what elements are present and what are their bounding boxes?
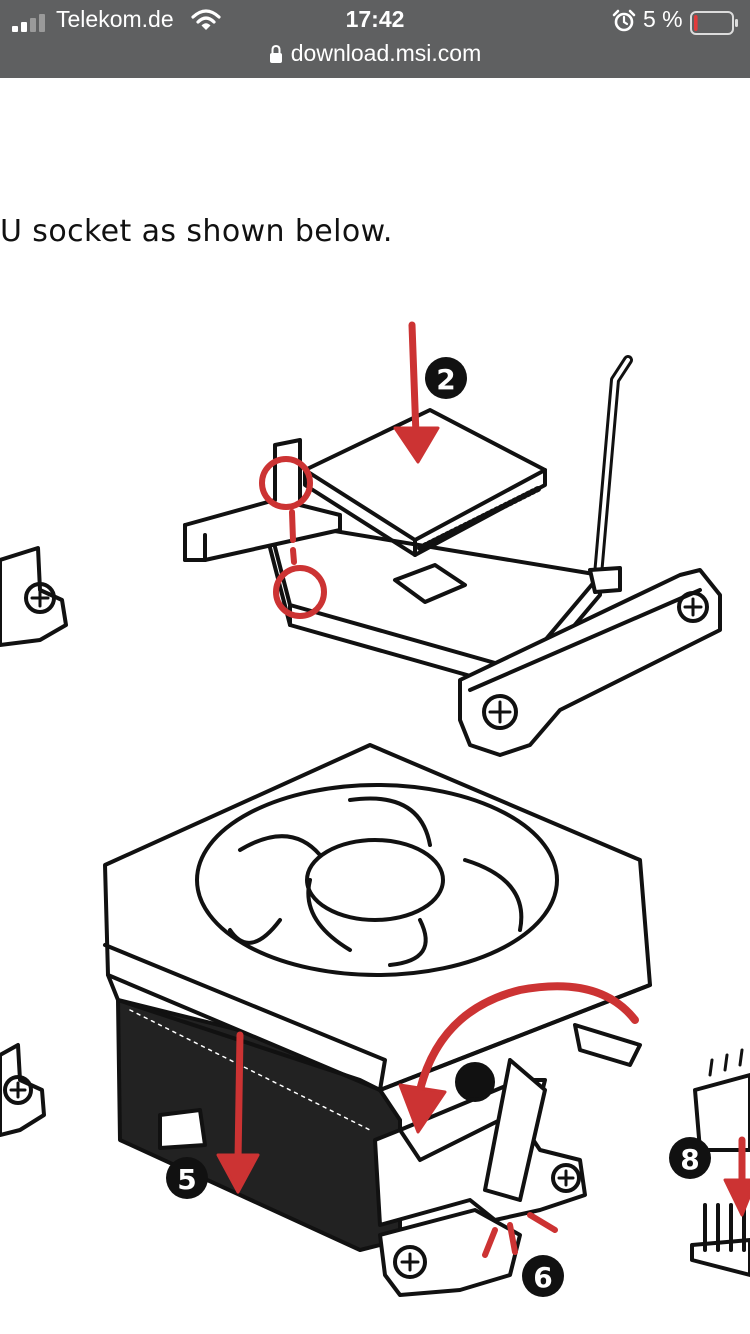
lock-icon <box>269 45 282 63</box>
step-label-8: 8 <box>680 1143 699 1176</box>
step-badge-2: 2 <box>425 357 467 399</box>
cpu-socket-drawing <box>0 355 722 757</box>
url-text: download.msi.com <box>290 40 482 66</box>
alignment-circle-top <box>259 456 313 510</box>
status-bar: Telekom.de 17:42 5 % download.msi.com <box>0 0 750 78</box>
wifi-icon <box>191 9 221 30</box>
alignment-circle-bottom <box>273 565 327 619</box>
alarm-icon <box>612 9 636 32</box>
step-label-6: 6 <box>533 1261 552 1294</box>
status-row: Telekom.de 17:42 5 % <box>0 4 750 40</box>
step-badge-8: 8 <box>669 1137 711 1179</box>
arrow-2-shaft <box>408 321 420 439</box>
url-bar[interactable]: download.msi.com <box>0 40 750 70</box>
battery-icon <box>690 11 738 35</box>
step-label-2: 2 <box>436 363 455 396</box>
step-label-5: 5 <box>177 1163 196 1196</box>
red-markers <box>216 321 750 1258</box>
clock: 17:42 <box>345 6 405 32</box>
cpu-cooler-drawing <box>0 743 750 1297</box>
step-badge-5: 5 <box>166 1157 208 1199</box>
cpu-cooler-installation-illustration: 2 5 6 8 <box>0 321 750 1297</box>
battery-percent: 5 % <box>643 6 683 32</box>
signal-icon <box>12 14 45 32</box>
step-badge-6: 6 <box>522 1255 564 1297</box>
instruction-text: U socket as shown below. <box>0 214 393 249</box>
step-badges: 2 5 6 8 <box>166 357 711 1297</box>
arrow-5-shaft <box>234 1031 244 1164</box>
rotation-arrow <box>416 982 639 1094</box>
carrier-name: Telekom.de <box>56 6 174 32</box>
